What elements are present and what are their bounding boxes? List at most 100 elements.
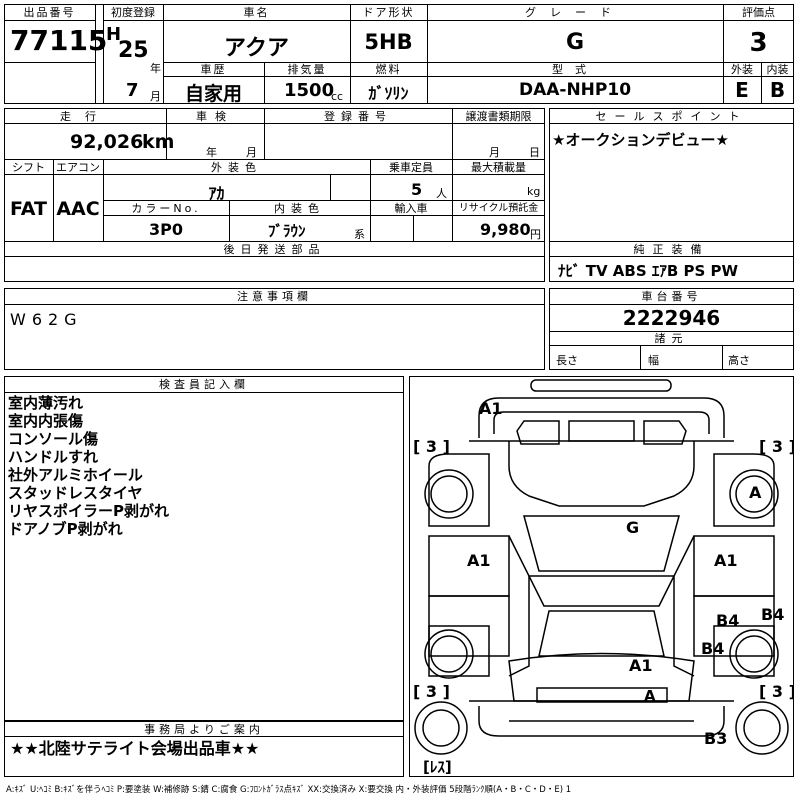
displacement: 1500 [284,80,335,101]
inspector-note: リヤスポイラーP剥がれ [8,502,169,520]
inspector-note: 社外アルミホイール [8,466,143,484]
tire-mark-fl: [ 3 ] [413,437,450,456]
inspection-year-unit: 年 [206,146,217,159]
inspector-note: ハンドルすれ [8,448,99,466]
caution-box [4,288,545,370]
inspector-notes: 室内薄汚れ室内内張傷コンソール傷ハンドルすれ社外アルミホイールスタッドレスタイヤ… [8,394,169,538]
month: 7 [126,80,139,101]
rear-left-wheel [424,629,474,679]
damage-rear-glass: A1 [629,656,653,675]
inspector-note: ドアノブP剥がれ [8,520,123,538]
history: 自家用 [184,83,242,105]
front-left-wheel [424,469,474,519]
exterior-color-label: 外装色 [211,161,262,174]
shift: FAT [10,198,47,220]
front-left-fender [428,453,490,527]
door-type: 5HB [364,30,413,54]
inspector-note: 室内内張傷 [8,412,84,430]
displacement-label: 排気量 [287,63,327,76]
inspection-label: 車検 [196,110,234,123]
inspection-month-unit: 月 [246,146,257,159]
windshield [523,515,680,572]
header-table [4,4,794,104]
model-code: DAA-NHP10 [518,80,632,100]
lot-number-label: 出品番号 [23,6,76,19]
selling-point-label: セールスポイント [595,110,748,123]
damage-front-right-wheel: A [749,483,762,502]
year: 25 [118,38,149,63]
damage-right-rear-fender: B4 [701,639,724,658]
chassis-number: 2222946 [622,306,721,330]
office-label: 事務局よりご案内 [144,723,264,736]
front-bumper [478,397,725,438]
max-load-unit: kg [527,185,541,198]
exterior-color: ｱｶ [208,184,225,203]
specs-label: 諸元 [654,332,689,345]
max-load-label: 最大積載量 [471,161,526,174]
damage-front-bumper: A1 [479,399,503,418]
month-unit: 月 [150,90,161,103]
capacity-unit: 人 [436,187,447,200]
aircon: AAC [56,198,100,220]
width-label: 幅 [648,354,659,367]
front-bumper-top [530,379,672,392]
capacity: 5 [411,180,423,199]
damage-roof: G [626,518,639,537]
office-box [4,721,404,777]
inspector-note: スタッドレスタイヤ [8,484,143,502]
year-unit: 年 [150,62,161,75]
cc-unit: cc [331,90,344,103]
selling-point: ★オークションデビュー★ [552,131,729,149]
inspector-note: 室内薄汚れ [8,394,84,412]
front-right-wheel [729,469,779,519]
model-label: 型式 [552,63,598,76]
damage-right-quarter: B4 [761,605,784,624]
tire-mark-fr: [ 3 ] [759,437,794,456]
color-number-label: カラーNo. [131,202,201,215]
exterior-label: 外装 [731,63,753,76]
damage-rear-bumper: B3 [704,729,727,748]
registration-number-label: 登録番号 [324,110,392,123]
mileage: 92,026 [70,131,144,153]
rear-plate-area [536,687,668,703]
office-text: ★★北陸サテライト会場出品車★★ [10,739,260,758]
caution-label: 注意事項欄 [237,290,312,303]
chassis-label: 車台番号 [641,290,702,303]
later-parts-label: 後日発送部品 [223,243,326,256]
car-name-label: 車名 [243,6,270,19]
damage-right-door: A1 [714,551,738,570]
chassis-box [549,288,794,370]
damage-left-door: A1 [467,551,491,570]
inspector-box [4,376,404,721]
score-label: 評価点 [742,6,775,19]
door-label: ドア形状 [362,6,415,19]
legend-text: A:ｷｽﾞ U:ﾍｺﾐ B:ｷｽﾞを伴うﾍｺﾐ P:要塗装 W:補修跡 S:錆 … [6,785,572,795]
interior-score: B [769,78,786,102]
transfer-deadline-label: 譲渡書類期限 [465,110,532,123]
color-number: 3P0 [149,220,183,239]
interior-label: 内装 [766,63,789,76]
recycle-label: リサイクル預託金 [458,203,539,214]
roof [527,575,676,607]
interior-color-label: 内装色 [274,202,325,215]
history-label: 車歴 [200,63,227,76]
mileage-label: 走行 [60,110,110,123]
selling-point-box [549,108,794,282]
era: H [106,24,122,45]
exterior-score: E [735,78,749,102]
fuel-label: 燃料 [375,63,402,76]
shift-label: シフト [12,161,45,174]
front-right-fender [713,453,775,527]
interior-color: ﾌﾞﾗｳﾝ [268,222,306,240]
first-registration-label: 初度登録 [111,6,155,19]
rear-bumper [478,706,725,737]
spare-tire-mark: [ﾚｽ] [423,758,452,776]
lot-number: 77115 [10,24,108,57]
equipment-label: 純正装備 [633,243,710,256]
tire-mark-rr: [ 3 ] [759,682,794,701]
import-label: 輸入車 [394,202,428,215]
inspector-label: 検査員記入欄 [159,378,249,391]
spare-tire [414,701,468,755]
equipment: ﾅﾋﾞ TV ABS ｴｱB PS PW [558,262,739,280]
transfer-month-unit: 月 [489,146,500,159]
